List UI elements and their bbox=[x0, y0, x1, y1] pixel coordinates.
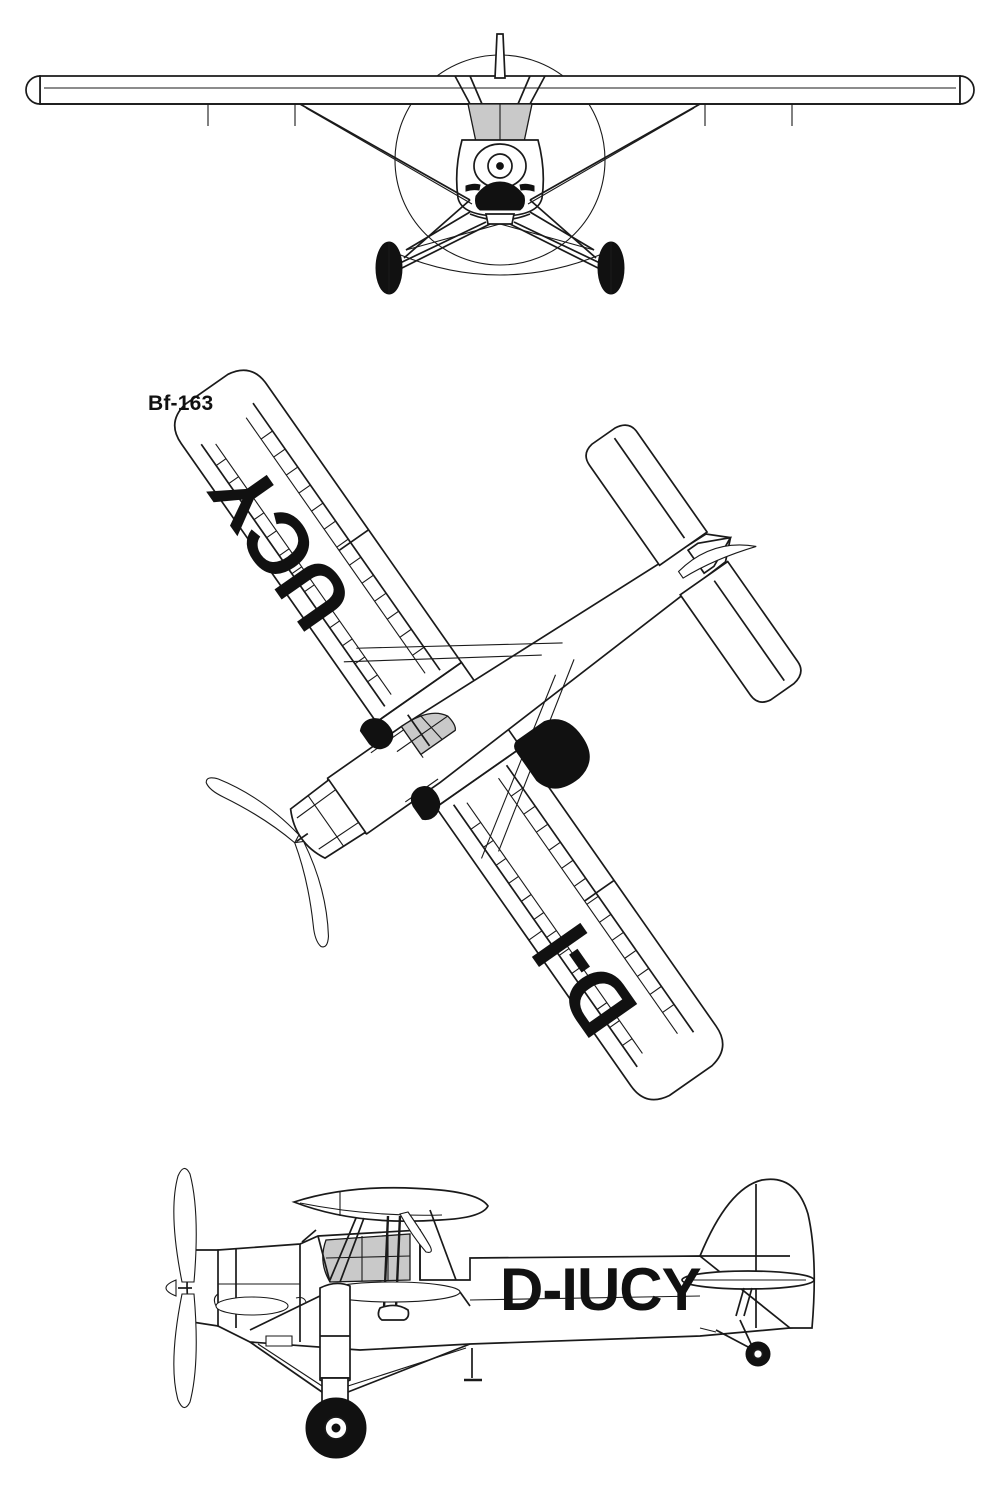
plan-view: UCY D-I bbox=[0, 330, 1000, 1130]
drawing-caption: Bf-163 bbox=[148, 392, 214, 415]
side-elevation-view: D-IUCY bbox=[0, 1130, 1000, 1500]
side-view-registration: D-IUCY bbox=[500, 1256, 702, 1323]
front-elevation-view bbox=[0, 0, 1000, 330]
